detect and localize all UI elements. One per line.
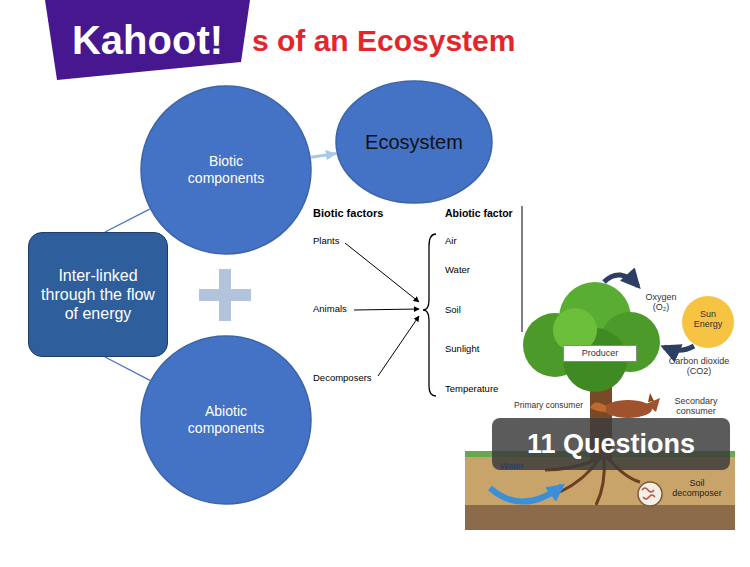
factor-label: Soil	[445, 305, 461, 316]
illustration-label: Secondary consumer	[664, 396, 728, 417]
column-header: Abiotic factor	[445, 207, 513, 219]
factor-label: Plants	[313, 236, 339, 247]
logo-banner: Kahoot!	[45, 0, 250, 80]
illustration-label: Primary consumer	[512, 401, 585, 411]
factor-label: Animals	[313, 304, 347, 315]
oxygen-arrow	[604, 275, 638, 286]
process-box: Inter-linked through the flow of energy	[28, 232, 168, 357]
illustration-label: Carbon dioxide (CO2)	[664, 356, 734, 377]
node-text: Producer	[582, 348, 619, 359]
worm	[642, 488, 655, 499]
tree-canopy	[523, 282, 660, 392]
factor-arrow	[354, 309, 419, 310]
plus-sign	[219, 269, 231, 321]
factor-arrow	[378, 316, 419, 376]
water-arrow	[490, 486, 562, 502]
connector	[105, 357, 150, 380]
illustration-label: Water	[500, 461, 524, 471]
node-text: Biotic components	[170, 153, 282, 187]
factor-label: Water	[445, 265, 470, 276]
node-text: Abiotic components	[170, 403, 282, 437]
node-text: Ecosystem	[365, 130, 463, 154]
abiotic-circle: Abiotic components	[140, 335, 312, 505]
node-text: Kahoot!	[72, 16, 223, 64]
producer-tag: Producer	[563, 345, 637, 362]
factor-label: Decomposers	[313, 373, 372, 384]
factor-arrow	[345, 243, 419, 302]
connector	[311, 154, 336, 158]
node-text: Inter-linked through the flow of energy	[36, 266, 160, 324]
factor-label: Temperature	[445, 384, 498, 395]
column-header: Biotic factors	[313, 207, 383, 220]
illustration-label: Soil decomposer	[668, 478, 726, 499]
slide-title: s of an Ecosystem	[252, 24, 515, 59]
brace	[423, 234, 436, 396]
sun	[682, 296, 734, 348]
soil-deep	[465, 505, 735, 530]
illustration-label: Oxygen (O₂)	[642, 292, 680, 313]
decomposer-icon	[638, 482, 662, 506]
divider-line	[522, 206, 523, 332]
illustration-label: Sun Energy	[689, 309, 727, 330]
biotic-circle: Biotic components	[140, 85, 312, 255]
fox	[590, 393, 660, 418]
node-text: 11 Questions	[527, 428, 695, 460]
ecosystem-circle: Ecosystem	[335, 80, 493, 204]
co2-arrow	[664, 346, 694, 350]
factor-label: Sunlight	[445, 344, 479, 355]
question-badge: 11 Questions	[492, 418, 730, 470]
factor-label: Air	[445, 236, 457, 247]
connector	[105, 209, 150, 232]
inset-panel	[300, 206, 525, 400]
